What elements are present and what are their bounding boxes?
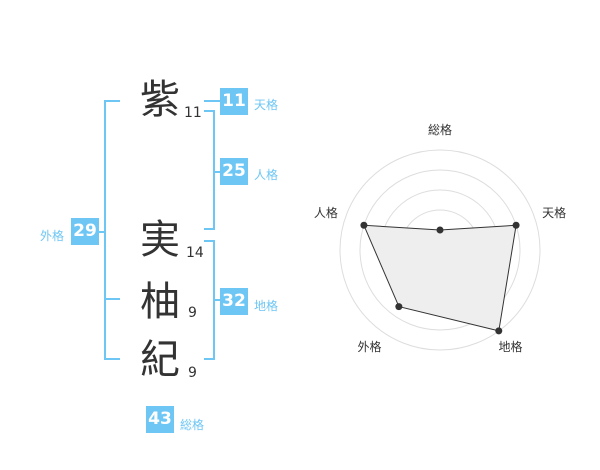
soukaku-label: 総格 (180, 418, 205, 432)
tenkaku-value-badge: 11 (220, 88, 248, 115)
gaikaku-value-badge: 29 (71, 218, 99, 245)
radar-axis-label: 地格 (499, 339, 523, 354)
soukaku-value-badge: 43 (146, 406, 174, 433)
chikaku-label: 地格 (254, 299, 279, 313)
jinkaku-bracket-bottom (204, 228, 215, 230)
radar-grid-ring (359, 169, 521, 331)
gaikaku-bracket-mid (104, 298, 120, 300)
name-char-2: 実 (140, 217, 180, 263)
radar-axis-label: 外格 (357, 339, 381, 354)
chikaku-bracket-top (204, 240, 215, 242)
radar-points (360, 221, 520, 335)
radar-axis-label: 人格 (314, 205, 338, 220)
gaikaku-bracket-bottom (104, 358, 120, 360)
stroke-count-3: 9 (188, 305, 197, 321)
chikaku-bracket-tick (213, 299, 221, 301)
name-char-1: 紫 (140, 77, 180, 123)
stroke-count-4: 9 (188, 365, 197, 381)
radar-grid-ring (339, 149, 541, 351)
jinkaku-bracket-top (204, 110, 215, 112)
tenkaku-label: 天格 (254, 98, 279, 112)
stroke-count-2: 14 (186, 245, 204, 261)
radar-point (395, 303, 403, 311)
radar-axis-label: 天格 (542, 205, 566, 220)
stroke-count-1: 11 (184, 105, 202, 121)
jinkaku-value-badge: 25 (220, 158, 248, 185)
jinkaku-bracket-vertical (213, 110, 215, 230)
jinkaku-label: 人格 (254, 168, 279, 182)
gaikaku-label: 外格 (40, 229, 65, 243)
radar-area (363, 224, 517, 332)
gaikaku-bracket-vertical (104, 100, 106, 360)
tenkaku-bracket-tick (204, 100, 220, 102)
chikaku-value-badge: 32 (220, 288, 248, 315)
radar-point (512, 221, 520, 229)
radar-point (495, 327, 503, 335)
gaikaku-bracket-tick (98, 231, 106, 233)
radar-axis-label: 総格 (428, 122, 452, 137)
radar-point (360, 221, 368, 229)
name-char-3: 柚 (140, 279, 180, 325)
chikaku-bracket-bottom (204, 358, 215, 360)
jinkaku-bracket-tick (213, 171, 221, 173)
radar-point (436, 226, 444, 234)
gaikaku-bracket-top (104, 100, 120, 102)
name-char-4: 紀 (140, 337, 180, 383)
